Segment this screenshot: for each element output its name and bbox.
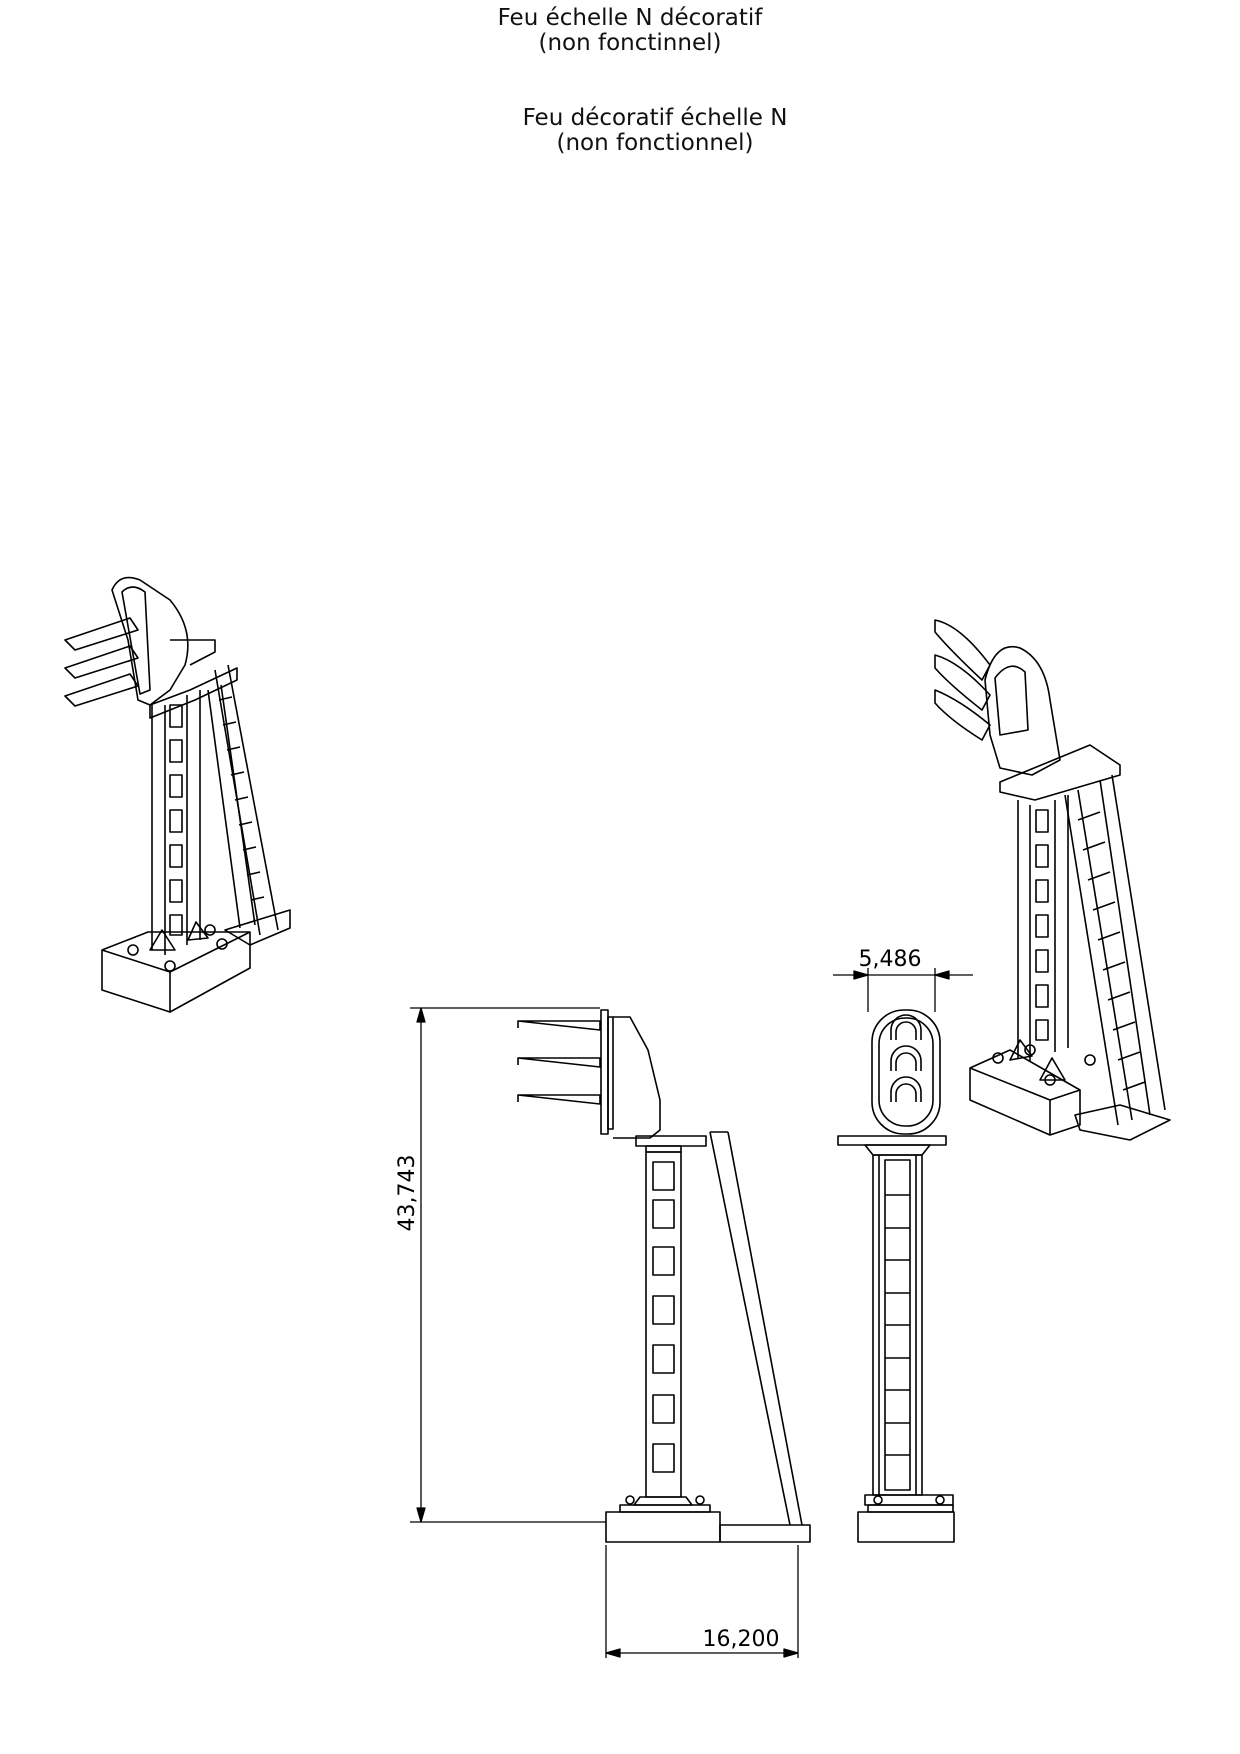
title-1-line-2: (non fonctinnel) [538, 30, 722, 56]
title-block-1: Feu échelle N décoratif (non fonctinnel) [430, 6, 830, 56]
side-elevation-view [837, 1009, 955, 1543]
isometric-view-right [934, 619, 1171, 1141]
dimension-head-width-label: 5,486 [859, 947, 922, 972]
dimension-height-label: 43,743 [395, 1155, 420, 1232]
title-2-line-1: Feu décoratif échelle N [522, 105, 788, 131]
isometric-view-left [64, 576, 291, 1013]
dimension-lines [410, 968, 973, 1658]
title-1-line-1: Feu échelle N décoratif [497, 5, 763, 31]
title-block-2: Feu décoratif échelle N (non fonctionnel… [455, 106, 855, 156]
front-elevation-view [517, 1009, 811, 1543]
dimension-width-label: 16,200 [703, 1627, 780, 1652]
title-2-line-2: (non fonctionnel) [556, 130, 754, 156]
